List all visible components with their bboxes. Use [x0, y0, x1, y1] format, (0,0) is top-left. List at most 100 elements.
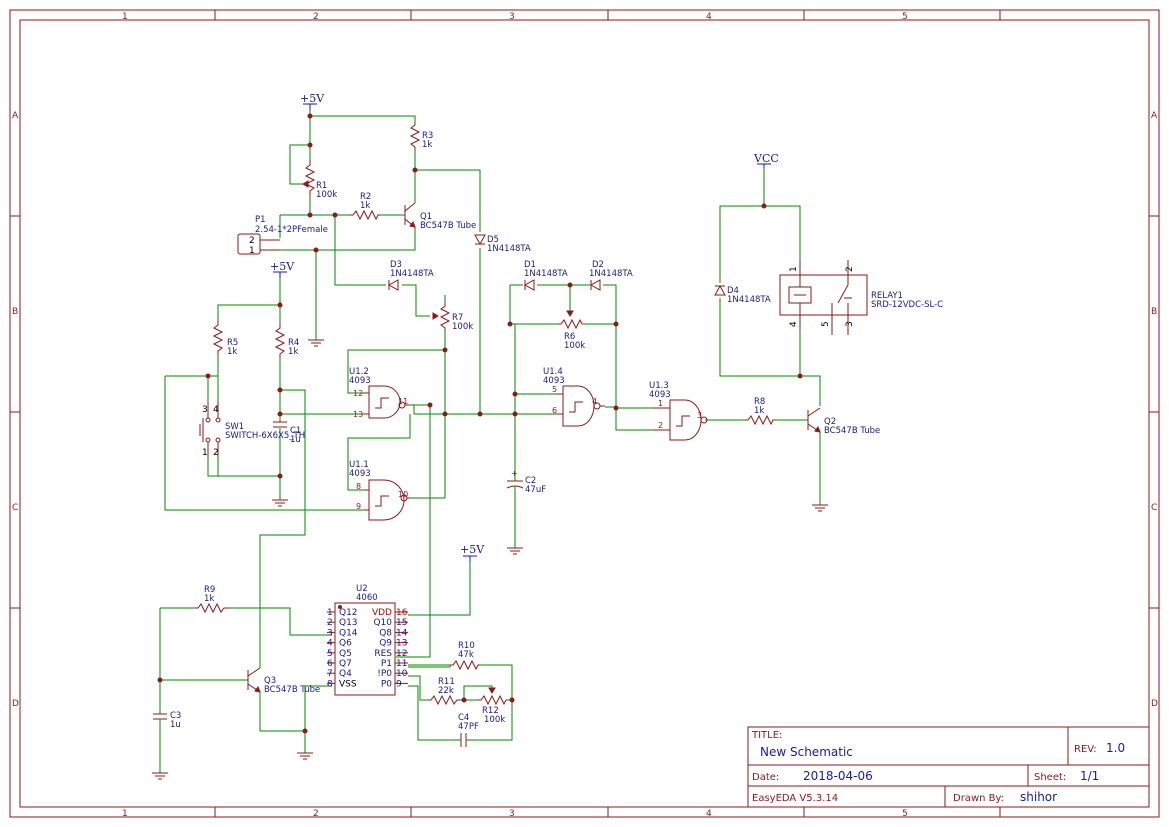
resistor-r10[interactable]: R10 47k: [450, 641, 480, 671]
ground-icon: [152, 772, 168, 780]
sheet-value: 1/1: [1080, 769, 1099, 783]
gate-u1-2[interactable]: 12 13 11 U1.2 4093: [349, 367, 408, 419]
resistor-r11[interactable]: R11 22k: [428, 677, 460, 706]
row-label: C: [1151, 503, 1157, 513]
pin-number: 12: [353, 389, 363, 398]
value-label: BC547B Tube: [420, 221, 476, 231]
title-block: TITLE: New Schematic REV: 1.0 Date: 2018…: [747, 726, 1150, 808]
ref-label: Q3: [264, 676, 276, 686]
resistor-r9[interactable]: R9 1k: [195, 585, 230, 614]
transistor-q3[interactable]: Q3 BC547B Tube: [247, 665, 320, 695]
u2-pin-number: 16: [396, 608, 408, 618]
diode-d3[interactable]: D3 1N4148TA: [387, 260, 434, 291]
resistor-r8[interactable]: R8 1k: [745, 397, 775, 426]
power-vcc: VCC: [753, 152, 779, 168]
col-label: 4: [706, 809, 712, 819]
u2-pin-number: 2: [327, 618, 333, 628]
potentiometer-r1[interactable]: R1 100k: [302, 160, 337, 200]
capacitor-c3[interactable]: C3 1u: [153, 711, 181, 730]
drawn-label: Drawn By:: [953, 793, 1004, 804]
pin-number: 1: [202, 448, 208, 458]
u2-pin-number: 11: [396, 659, 407, 669]
pin-number: 2: [845, 266, 855, 272]
gate-u1-4[interactable]: 5 6 4 U1.4 4093: [543, 367, 605, 427]
gate-u1-3[interactable]: 1 2 3 U1.3 4093: [649, 381, 708, 441]
transistor-q1[interactable]: Q1 BC547B Tube: [404, 200, 476, 231]
ref-label: U1.2: [349, 367, 369, 377]
resistor-r3[interactable]: R3 1k: [409, 122, 433, 150]
ref-label: R7: [452, 313, 463, 323]
capacitor-c2[interactable]: + C2 47uF: [506, 469, 546, 495]
ref-label: U1.3: [649, 381, 669, 391]
value-label: 22k: [438, 686, 454, 696]
capacitor-c4[interactable]: C4 47PF: [456, 713, 479, 747]
ref-label: P1: [255, 215, 266, 225]
value-label: 100k: [484, 715, 505, 725]
pin-number: 5: [552, 385, 557, 394]
u2-pin-name: VSS: [339, 679, 357, 689]
col-label: 5: [902, 809, 908, 819]
connector-p1[interactable]: 2 1 P1 2.54-1*2PFemale: [237, 215, 328, 256]
ref-label: R9: [204, 585, 215, 595]
ref-label: C4: [458, 713, 469, 723]
switch-sw1[interactable]: 3 4 1 2 SW1 SWITCH-6X6X5_TH: [199, 402, 305, 458]
value-label: 4093: [349, 469, 371, 479]
transistor-q2[interactable]: Q2 BC547B Tube: [806, 407, 880, 436]
u2-pin-number: 9: [396, 679, 402, 689]
capacitor-c1[interactable]: C1 1u: [273, 420, 301, 445]
value-label: SWITCH-6X6X5_TH: [225, 431, 305, 441]
ground-symbols: [152, 338, 828, 780]
gate-u1-1[interactable]: 8 9 10 U1.1 4093: [349, 460, 410, 521]
value-label: 4093: [649, 390, 671, 400]
potentiometer-r6[interactable]: R6 100k: [558, 310, 585, 351]
u2-pin-number: 14: [396, 628, 408, 638]
ground-icon: [507, 547, 523, 555]
ref-label: U1.1: [349, 460, 369, 470]
diode-d2[interactable]: D2 1N4148TA: [589, 260, 633, 291]
value-label: 1k: [204, 594, 214, 604]
junctions: [157, 113, 803, 734]
col-label: 2: [313, 12, 319, 22]
ref-label: U2: [356, 584, 368, 594]
power-label: VCC: [753, 152, 779, 165]
potentiometer-r7[interactable]: R7 100k: [432, 303, 473, 332]
diode-d4[interactable]: D4 1N4148TA: [714, 284, 771, 305]
pin-number: 4: [592, 397, 597, 406]
u2-pin-number: 3: [327, 628, 333, 638]
row-label: C: [12, 503, 18, 513]
pin-number: 4: [213, 405, 219, 415]
ref-label: D2: [592, 260, 604, 270]
drawing-frame: [9, 9, 1160, 818]
date-label: Date:: [752, 772, 779, 783]
u2-pin-name: VDD: [372, 608, 392, 618]
ref-label: R3: [422, 131, 433, 141]
ref-label: Q1: [420, 212, 432, 222]
pin-number: 4: [789, 321, 799, 327]
relay-relay1[interactable]: 1 2 4 5 3 RELAY1 SRD-12VDC-SL-C: [779, 260, 943, 335]
resistor-r5[interactable]: R5 1k: [212, 320, 238, 357]
ref-label: C2: [525, 476, 536, 486]
value-label: 1N4148TA: [589, 269, 633, 279]
pin-number: 1: [789, 266, 799, 272]
resistor-r2[interactable]: R2 1k: [350, 192, 380, 221]
u2-pin-number: 1: [327, 608, 333, 618]
value-label: 1k: [227, 347, 237, 357]
sheet-label: Sheet:: [1034, 772, 1066, 783]
col-label: 3: [509, 12, 515, 22]
row-label: A: [12, 111, 19, 121]
potentiometer-r12[interactable]: R12 100k: [478, 687, 507, 725]
u2-pin-name: P1: [381, 659, 392, 669]
u2-pin-number: 5: [327, 649, 333, 659]
tool-label: EasyEDA V5.3.14: [752, 793, 838, 804]
value-label: 1u: [290, 435, 301, 445]
value-label: 4093: [543, 376, 565, 386]
diode-d5[interactable]: D5 1N4148TA: [474, 234, 531, 254]
value-label: 4093: [349, 376, 371, 386]
resistor-r4[interactable]: R4 1k: [274, 323, 299, 358]
diode-d1[interactable]: D1 1N4148TA: [523, 260, 568, 291]
pin-number: 11: [398, 397, 408, 406]
u2-pin-name: Q10: [373, 618, 392, 628]
u2-pin-name: Q9: [379, 639, 392, 649]
